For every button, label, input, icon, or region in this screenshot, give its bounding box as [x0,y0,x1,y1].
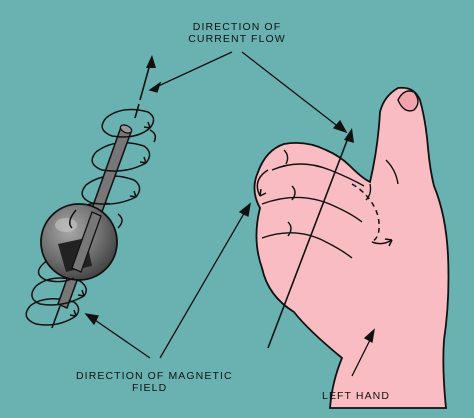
current-flow-label-line1: DIRECTION OF [192,21,282,33]
magnetic-field-label-line2: FIELD [132,382,168,394]
magnetic-field-label: DIRECTION OF MAGNETIC FIELD [76,370,233,394]
current-flow-label: DIRECTION OF CURRENT FLOW [170,21,304,45]
leader-lines [84,51,375,377]
left-hand-label: LEFT HAND [322,390,391,402]
conductor-illustration [25,55,157,329]
thumbnail [397,90,419,112]
magnetic-field-loops-front [25,117,157,326]
hand-shape [253,86,450,409]
current-arrow-hand [267,128,354,349]
finger-lines [261,149,399,259]
current-flow-label-line2: CURRENT FLOW [188,33,286,45]
metal-ball [40,203,118,281]
field-loop-hand [256,169,393,247]
left-hand-illustration [253,86,450,409]
field-loop-dashed [351,183,380,243]
magnetic-field-label-line1: DIRECTION OF MAGNETIC [76,370,233,382]
current-arrow-left [51,55,156,329]
